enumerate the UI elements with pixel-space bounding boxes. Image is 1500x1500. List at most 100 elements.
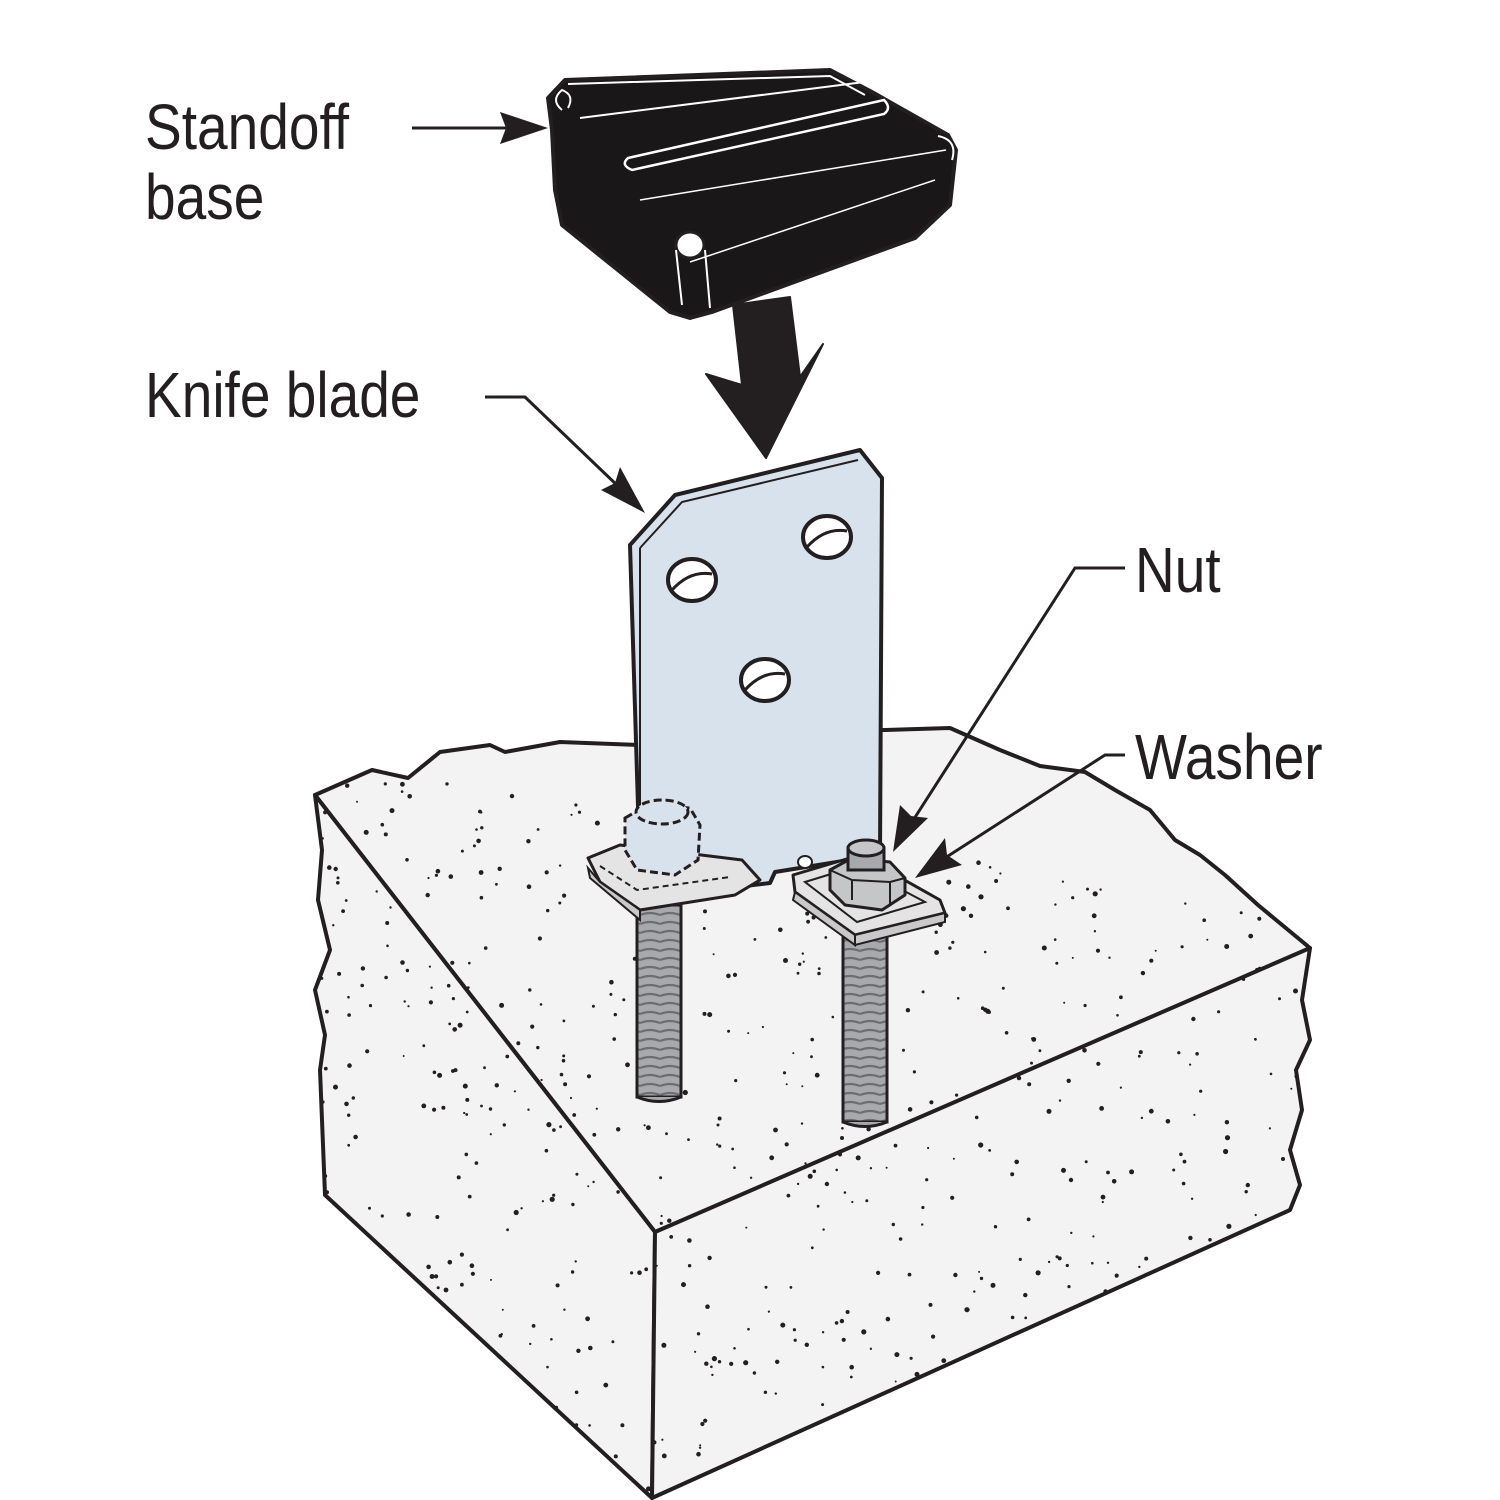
concrete-speckle <box>506 1228 509 1232</box>
concrete-speckle <box>1061 880 1064 883</box>
concrete-speckle <box>1154 949 1157 952</box>
concrete-speckle <box>729 1361 734 1366</box>
concrete-speckle <box>1111 1179 1117 1184</box>
concrete-speckle <box>505 1054 510 1059</box>
concrete-speckle <box>782 1071 787 1075</box>
concrete-speckle <box>476 838 481 844</box>
anchor-bolt-left <box>635 903 683 1103</box>
concrete-speckle <box>792 1328 797 1332</box>
concrete-speckle <box>465 1097 470 1102</box>
concrete-speckle <box>1193 1113 1196 1116</box>
concrete-speckle <box>368 1206 371 1210</box>
concrete-speckle <box>344 899 348 902</box>
concrete-speckle <box>1278 997 1281 1001</box>
concrete-speckle <box>1188 1235 1193 1241</box>
concrete-speckle <box>1119 995 1123 1000</box>
concrete-speckle <box>435 868 441 874</box>
concrete-speckle <box>572 1113 577 1117</box>
concrete-speckle <box>460 1282 464 1287</box>
concrete-speckle <box>460 849 464 853</box>
concrete-speckle <box>912 1070 917 1074</box>
concrete-speckle <box>1091 1261 1094 1265</box>
concrete-speckle <box>1245 1182 1251 1188</box>
concrete-speckle <box>625 1062 630 1068</box>
concrete-speckle <box>812 1169 817 1174</box>
concrete-speckle <box>434 1274 439 1279</box>
concrete-speckle <box>528 988 532 992</box>
concrete-speckle <box>694 1350 697 1353</box>
concrete-speckle <box>546 1122 552 1128</box>
concrete-speckle <box>386 944 389 948</box>
concrete-speckle <box>1027 1082 1032 1087</box>
concrete-speckle <box>990 1282 996 1288</box>
concrete-speckle <box>609 992 613 996</box>
concrete-speckle <box>488 1107 493 1111</box>
concrete-speckle <box>1254 967 1260 973</box>
concrete-speckle <box>1206 938 1209 941</box>
concrete-speckle <box>1099 888 1102 891</box>
concrete-speckle <box>1055 961 1059 965</box>
concrete-speckle <box>603 1382 609 1388</box>
concrete-speckle <box>363 829 369 835</box>
concrete-speckle <box>428 1000 433 1005</box>
concrete-speckle <box>705 1304 710 1309</box>
concrete-speckle <box>747 1032 750 1035</box>
concrete-speckle <box>464 1152 469 1157</box>
concrete-speckle <box>1099 1106 1104 1111</box>
concrete-speckle <box>448 874 454 879</box>
concrete-speckle <box>435 1215 440 1219</box>
concrete-speckle <box>389 808 395 814</box>
concrete-speckle <box>555 1283 560 1288</box>
concrete-speckle <box>441 1105 446 1110</box>
label-washer: Washer <box>1135 721 1323 793</box>
concrete-speckle <box>1140 970 1146 976</box>
concrete-speckle <box>450 960 455 965</box>
concrete-speckle <box>802 960 805 963</box>
concrete-speckle <box>574 1423 579 1427</box>
concrete-speckle <box>475 828 478 831</box>
concrete-speckle <box>783 958 788 963</box>
concrete-speckle <box>552 1193 556 1197</box>
concrete-speckle <box>665 1132 668 1136</box>
concrete-speckle <box>646 1486 651 1492</box>
concrete-speckle <box>994 879 999 883</box>
concrete-speckle <box>1023 1292 1028 1298</box>
concrete-speckle <box>717 1116 722 1121</box>
concrete-speckle <box>402 1055 405 1057</box>
concrete-speckle <box>907 1107 913 1112</box>
concrete-speckle <box>1083 1003 1087 1008</box>
concrete-speckle <box>1138 1265 1141 1269</box>
concrete-speckle <box>810 1037 814 1042</box>
concrete-speckle <box>743 1360 749 1366</box>
concrete-speckle <box>792 1052 795 1055</box>
concrete-speckle <box>764 1285 768 1289</box>
concrete-speckle <box>929 1100 934 1105</box>
concrete-speckle <box>622 998 626 1002</box>
concrete-speckle <box>620 1423 625 1428</box>
concrete-speckle <box>1281 1157 1285 1161</box>
concrete-speckle <box>494 1083 499 1088</box>
concrete-speckle <box>480 826 484 830</box>
concrete-speckle <box>1091 913 1097 919</box>
concrete-speckle <box>637 1270 642 1275</box>
concrete-speckle <box>333 866 338 872</box>
concrete-speckle <box>574 803 578 807</box>
concrete-speckle <box>469 1263 475 1268</box>
concrete-speckle <box>849 1375 853 1379</box>
concrete-speckle <box>849 1364 854 1370</box>
concrete-footing <box>313 726 1312 1500</box>
concrete-speckle <box>934 950 939 955</box>
concrete-speckle <box>980 1006 985 1010</box>
concrete-speckle <box>804 1342 809 1348</box>
concrete-speckle <box>552 1128 556 1132</box>
concrete-speckle <box>616 1127 621 1132</box>
concrete-speckle <box>1106 1170 1110 1175</box>
concrete-speckle <box>1290 1087 1293 1090</box>
concrete-speckle <box>905 1008 911 1013</box>
concrete-speckle <box>347 1143 351 1147</box>
concrete-speckle <box>885 1166 888 1169</box>
concrete-speckle <box>966 884 971 889</box>
concrete-speckle <box>558 864 562 867</box>
concrete-speckle <box>659 1176 663 1180</box>
concrete-speckle <box>798 962 802 966</box>
